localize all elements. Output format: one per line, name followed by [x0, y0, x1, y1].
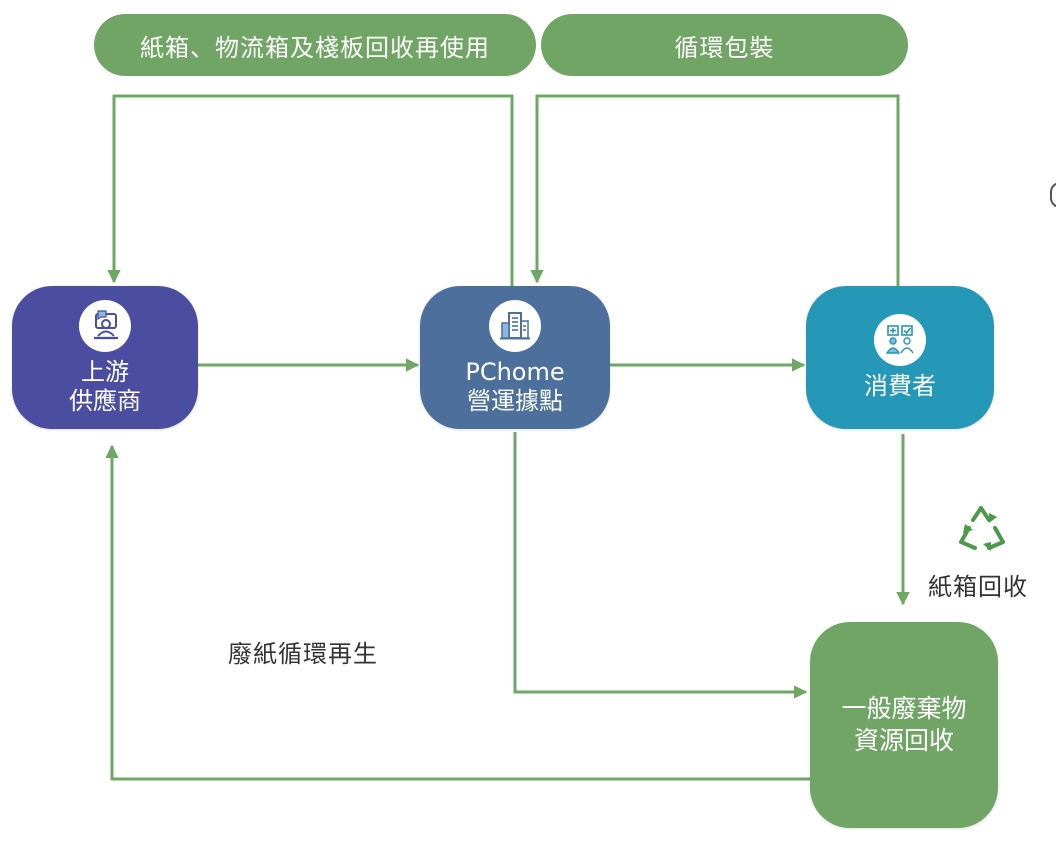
recycle-icon: [959, 506, 1005, 551]
recycling-label-line2: 資源回收: [853, 726, 954, 755]
supplier-person-icon: [79, 299, 131, 352]
consumer-node: 消費者: [806, 286, 994, 429]
recycling-label-line1: 一般廢棄物: [841, 694, 967, 723]
supplier-label-line2: 供應商: [69, 386, 141, 415]
circular-loop-arrow: [530, 94, 900, 288]
reuse-banner-label: 紙箱、物流箱及棧板回收再使用: [140, 33, 490, 62]
pchome-node: PChome 營運據點: [420, 286, 610, 429]
pchome-label-line2: 營運據點: [467, 386, 563, 415]
circular-packaging-banner-label: 循環包裝: [674, 33, 775, 62]
recycling-node: 一般廢棄物 資源回收: [810, 622, 998, 828]
building-icon: [489, 299, 541, 352]
pchome-label-line1: PChome: [465, 357, 565, 386]
paper-regeneration-label: 廢紙循環再生: [228, 640, 378, 668]
paper-regen-arrow: [105, 444, 810, 781]
reuse-loop-arrow: [107, 94, 514, 288]
consumers-icon: [874, 314, 926, 366]
supplier-node: 上游 供應商: [12, 286, 198, 429]
pchome-to-recycling-arrow: [513, 432, 808, 699]
circular-packaging-banner: 循環包裝: [541, 14, 908, 76]
reuse-banner: 紙箱、物流箱及棧板回收再使用: [94, 14, 536, 76]
carton-recycle-label: 紙箱回收: [928, 573, 1028, 601]
consumer-label: 消費者: [864, 372, 936, 400]
supplier-label-line1: 上游: [81, 357, 129, 386]
